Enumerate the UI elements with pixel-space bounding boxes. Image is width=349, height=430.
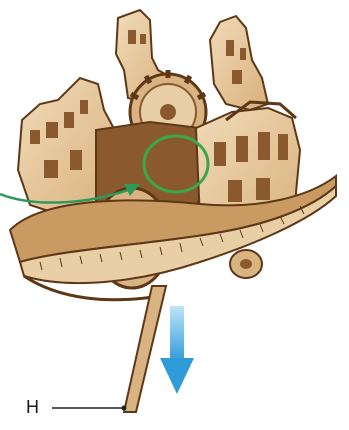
callout-label-h: H <box>26 397 39 418</box>
small-wheel <box>230 250 262 278</box>
callout-leader <box>52 406 127 411</box>
blue-down-arrow-icon <box>160 306 194 394</box>
lever-h <box>124 286 166 412</box>
